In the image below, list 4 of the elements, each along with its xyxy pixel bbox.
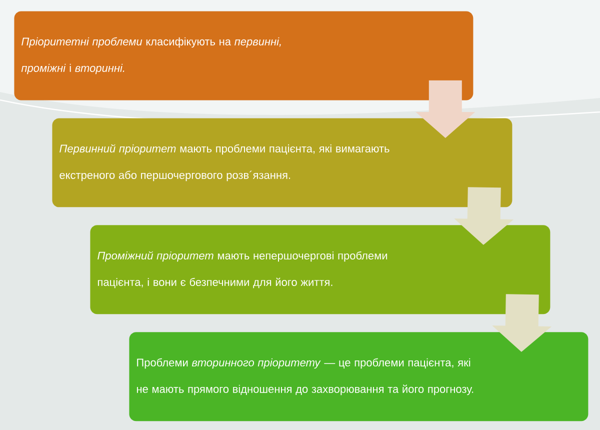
text-box: Проміжний пріоритет мають непершочергові проблеми пацієнта, і вони є безпечними для його життя. [90, 225, 550, 314]
text-box: Проблеми вторинного пріоритету — це проблеми пацієнта, які не мають прямого відношення до захворювання та його прогнозу. [129, 332, 588, 422]
text-box: Первинний пріоритет мають проблеми пацієнта, які вимагають екстреного або першочергового розв´язання. [52, 118, 512, 208]
text-box: Пріоритетні проблеми класифікують на первинні, проміжні і вторинні. [14, 11, 474, 100]
